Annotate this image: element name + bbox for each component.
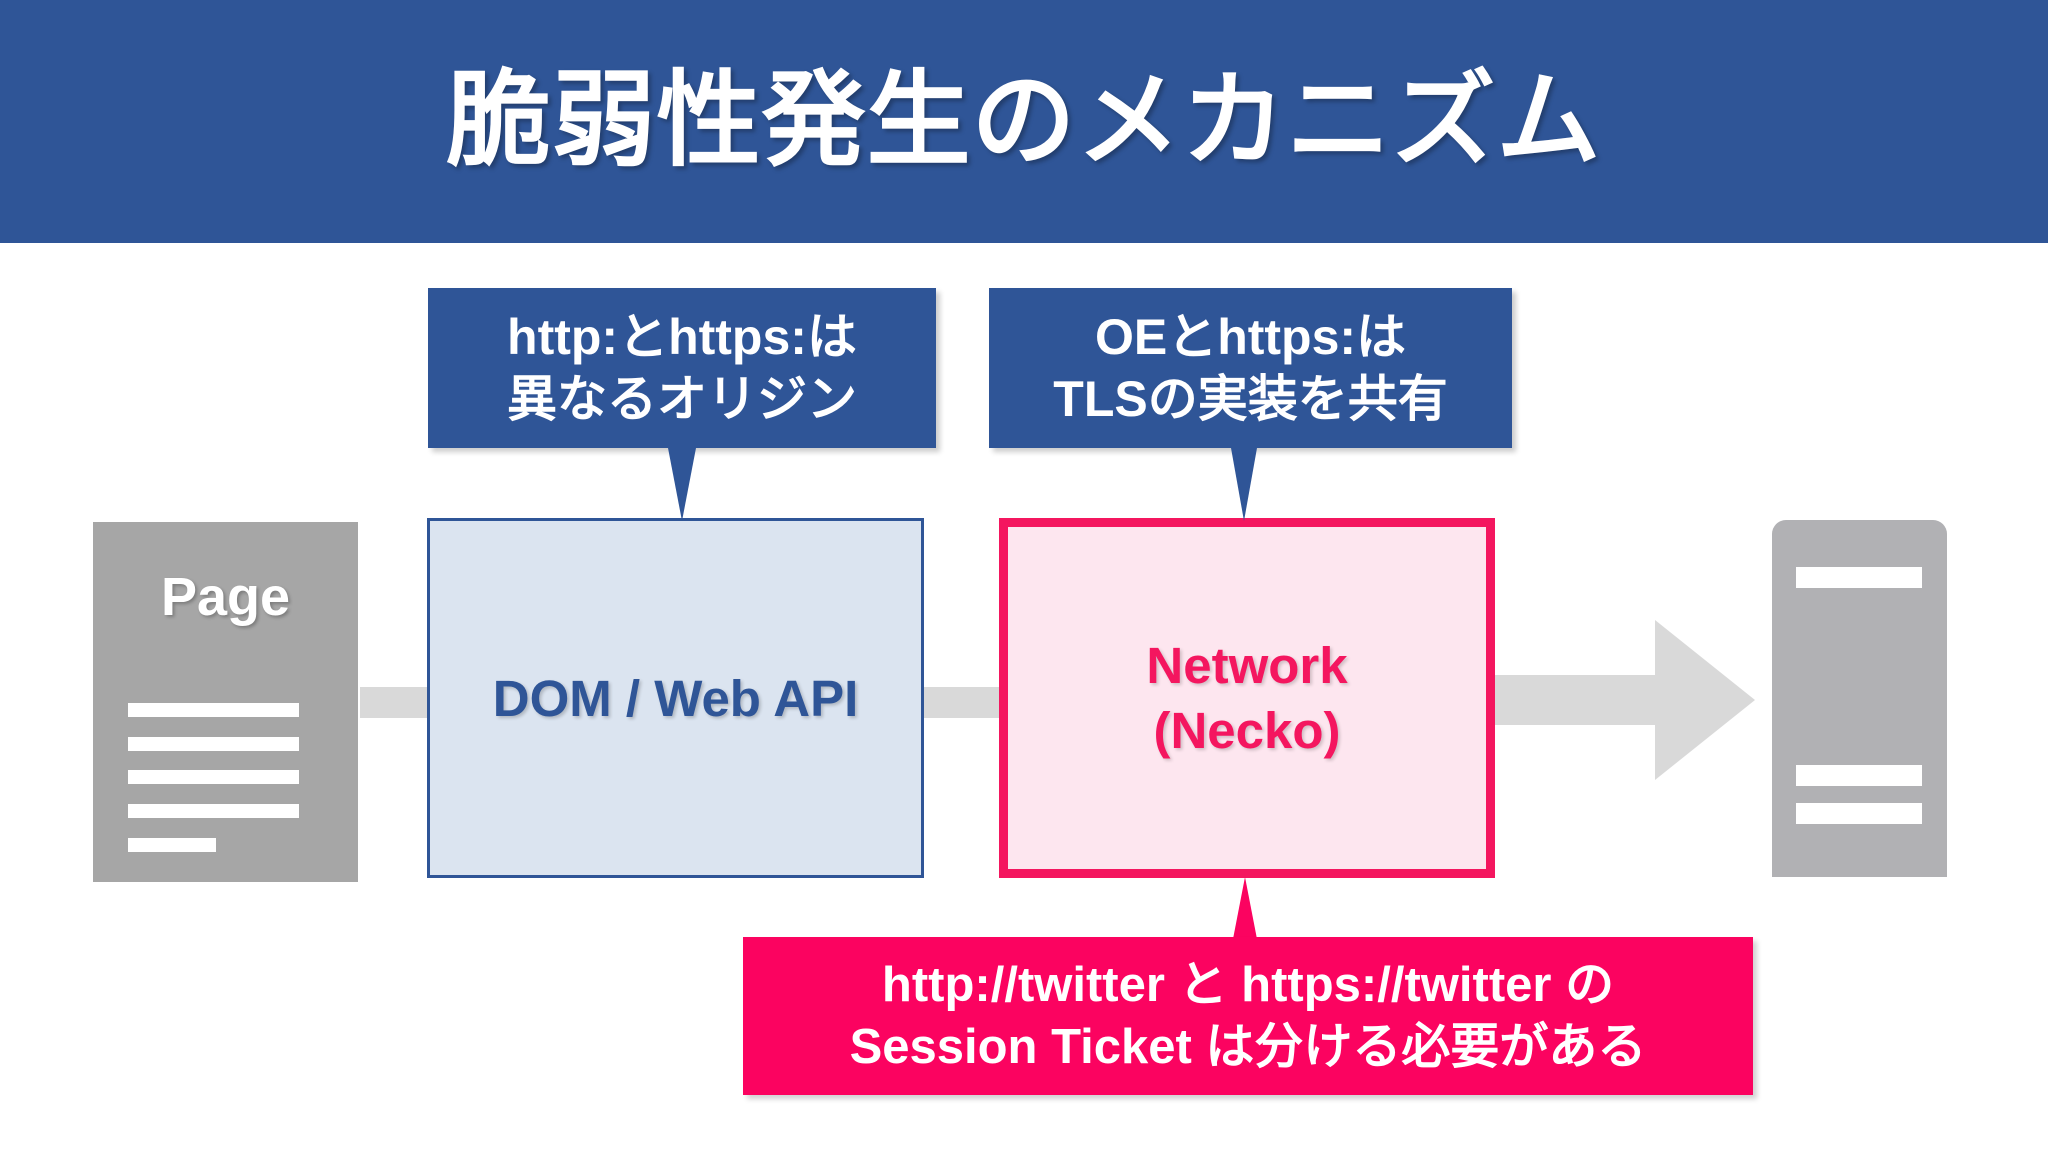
network-necko-box: Network (Necko) (999, 518, 1495, 878)
document-text-line (128, 770, 299, 784)
network-label-line2: (Necko) (1153, 702, 1341, 759)
page-document-icon: Page (93, 522, 358, 882)
callout-origin-line2: 異なるオリジン (507, 371, 857, 427)
callout-ticket-line2: Session Ticket は分ける必要がある (849, 1020, 1647, 1074)
document-text-line (128, 703, 299, 717)
dom-web-api-box: DOM / Web API (427, 518, 924, 878)
server-icon (1772, 520, 1947, 877)
callout-ticket-line1: http://twitter と https://twitter の (881, 957, 1615, 1012)
callout-tls: OEとhttps:は TLSの実装を共有 (989, 288, 1512, 448)
document-text-line (128, 804, 299, 818)
callout-origin-line1: http:とhttps:は (507, 308, 857, 365)
server-bar (1796, 803, 1922, 824)
network-label-line1: Network (1146, 636, 1348, 694)
callout-session-ticket: http://twitter と https://twitter の Sessi… (743, 937, 1753, 1095)
page-document-label: Page (160, 567, 291, 627)
callout-tls-tail (1231, 448, 1257, 521)
page-title: 脆弱性発生のメカニズム (446, 63, 1602, 180)
callout-tls-line1: OEとhttps:は (1094, 308, 1407, 365)
document-text-line (128, 838, 216, 852)
callout-origin-tail (668, 448, 696, 521)
document-text-line (128, 737, 299, 751)
server-bar (1796, 567, 1922, 588)
callout-tls-line2: TLSの実装を共有 (1053, 371, 1448, 427)
title-banner: 脆弱性発生のメカニズム (0, 0, 2048, 243)
connector-dom-to-network (912, 687, 1007, 718)
dom-web-api-label: DOM / Web API (492, 669, 859, 727)
arrow-right-icon (1495, 620, 1755, 780)
connector-page-to-dom (360, 687, 434, 718)
callout-ticket-tail (1233, 877, 1257, 939)
server-bar (1796, 765, 1922, 786)
callout-origin: http:とhttps:は 異なるオリジン (428, 288, 936, 448)
